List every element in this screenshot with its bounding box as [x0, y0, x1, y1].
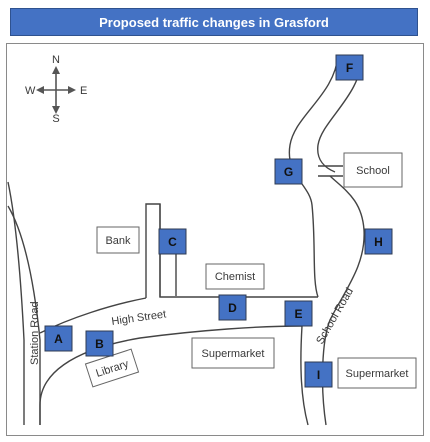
marker-d: D [218, 294, 247, 321]
school-label: School [356, 165, 390, 177]
marker-h: H [364, 228, 393, 255]
compass-e-label: E [80, 85, 87, 97]
building-library: Library [84, 348, 140, 388]
building-chemist: Chemist [205, 263, 265, 290]
marker-f-label: F [346, 61, 353, 75]
compass-s-label: S [52, 113, 59, 125]
station-road-east-edge [7, 205, 41, 425]
marker-e: E [284, 300, 313, 327]
marker-f: F [335, 54, 364, 81]
title-bar: Proposed traffic changes in Grasford [10, 8, 418, 36]
station-road-label: Station Road [29, 301, 41, 365]
supermarket-right-label: Supermarket [346, 368, 409, 380]
chemist-label: Chemist [215, 271, 255, 283]
supermarket-center-label: Supermarket [202, 348, 265, 360]
compass-n-label: N [52, 54, 60, 66]
marker-g-label: G [284, 165, 293, 179]
marker-i-label: I [317, 368, 320, 382]
high-street-south-edge [39, 325, 303, 425]
school-road-west-lower [300, 325, 309, 426]
building-school: School [343, 152, 403, 188]
marker-b: B [85, 330, 114, 357]
marker-a-label: A [54, 332, 63, 346]
station-road-west-edge [7, 181, 25, 425]
building-bank: Bank [96, 226, 140, 254]
marker-b-label: B [95, 337, 104, 351]
school-road-label: School Road [314, 286, 356, 347]
marker-c: C [158, 228, 187, 255]
building-supermarket-center: Supermarket [191, 337, 275, 369]
compass [36, 66, 76, 114]
marker-g: G [274, 158, 303, 185]
marker-d-label: D [228, 301, 237, 315]
east-link-north-edge [175, 253, 318, 298]
marker-e-label: E [294, 307, 302, 321]
marker-a: A [44, 325, 73, 352]
compass-w-label: W [25, 85, 36, 97]
bank-label: Bank [105, 235, 131, 247]
school-driveway [318, 165, 343, 177]
marker-c-label: C [168, 235, 177, 249]
marker-i: I [304, 361, 333, 388]
marker-h-label: H [374, 235, 383, 249]
building-supermarket-right: Supermarket [337, 357, 417, 389]
high-street-label: High Street [111, 308, 167, 328]
map-title: Proposed traffic changes in Grasford [99, 14, 329, 30]
